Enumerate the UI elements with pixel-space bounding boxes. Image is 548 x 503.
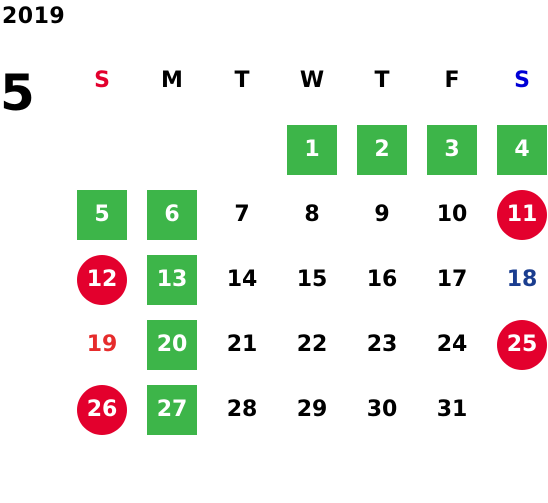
day-cell[interactable]: 16 [366, 267, 398, 292]
day-cell[interactable]: 12 [77, 255, 127, 305]
day-cell[interactable]: 29 [296, 397, 328, 422]
day-cell[interactable]: 19 [86, 332, 118, 357]
day-cell[interactable]: 18 [506, 267, 538, 292]
weekday-tuesday: T [234, 68, 250, 93]
day-cell[interactable]: 6 [147, 190, 197, 240]
day-cell[interactable]: 30 [366, 397, 398, 422]
year-label: 2019 [2, 4, 66, 29]
day-cell[interactable]: 4 [497, 125, 547, 175]
day-cell[interactable]: 5 [77, 190, 127, 240]
day-cell[interactable]: 8 [304, 202, 320, 227]
day-cell[interactable]: 23 [366, 332, 398, 357]
day-cell[interactable]: 20 [147, 320, 197, 370]
day-cell[interactable]: 2 [357, 125, 407, 175]
day-cell[interactable]: 21 [226, 332, 258, 357]
day-cell[interactable]: 31 [436, 397, 468, 422]
weekday-saturday: S [514, 68, 530, 93]
weekday-monday: M [161, 68, 183, 93]
day-cell[interactable]: 7 [234, 202, 250, 227]
day-cell[interactable]: 17 [436, 267, 468, 292]
day-cell[interactable]: 11 [497, 190, 547, 240]
day-cell[interactable]: 3 [427, 125, 477, 175]
day-cell[interactable]: 25 [497, 320, 547, 370]
weekday-friday: F [444, 68, 460, 93]
day-cell[interactable]: 1 [287, 125, 337, 175]
month-number: 5 [0, 64, 35, 122]
weekday-thursday: T [374, 68, 390, 93]
day-cell[interactable]: 26 [77, 385, 127, 435]
weekday-wednesday: W [299, 68, 325, 93]
day-cell[interactable]: 15 [296, 267, 328, 292]
day-cell[interactable]: 27 [147, 385, 197, 435]
day-cell[interactable]: 22 [296, 332, 328, 357]
day-cell[interactable]: 24 [436, 332, 468, 357]
day-cell[interactable]: 10 [436, 202, 468, 227]
weekday-sunday: S [94, 68, 110, 93]
day-cell[interactable]: 9 [374, 202, 390, 227]
day-cell[interactable]: 13 [147, 255, 197, 305]
day-cell[interactable]: 28 [226, 397, 258, 422]
day-cell[interactable]: 14 [226, 267, 258, 292]
